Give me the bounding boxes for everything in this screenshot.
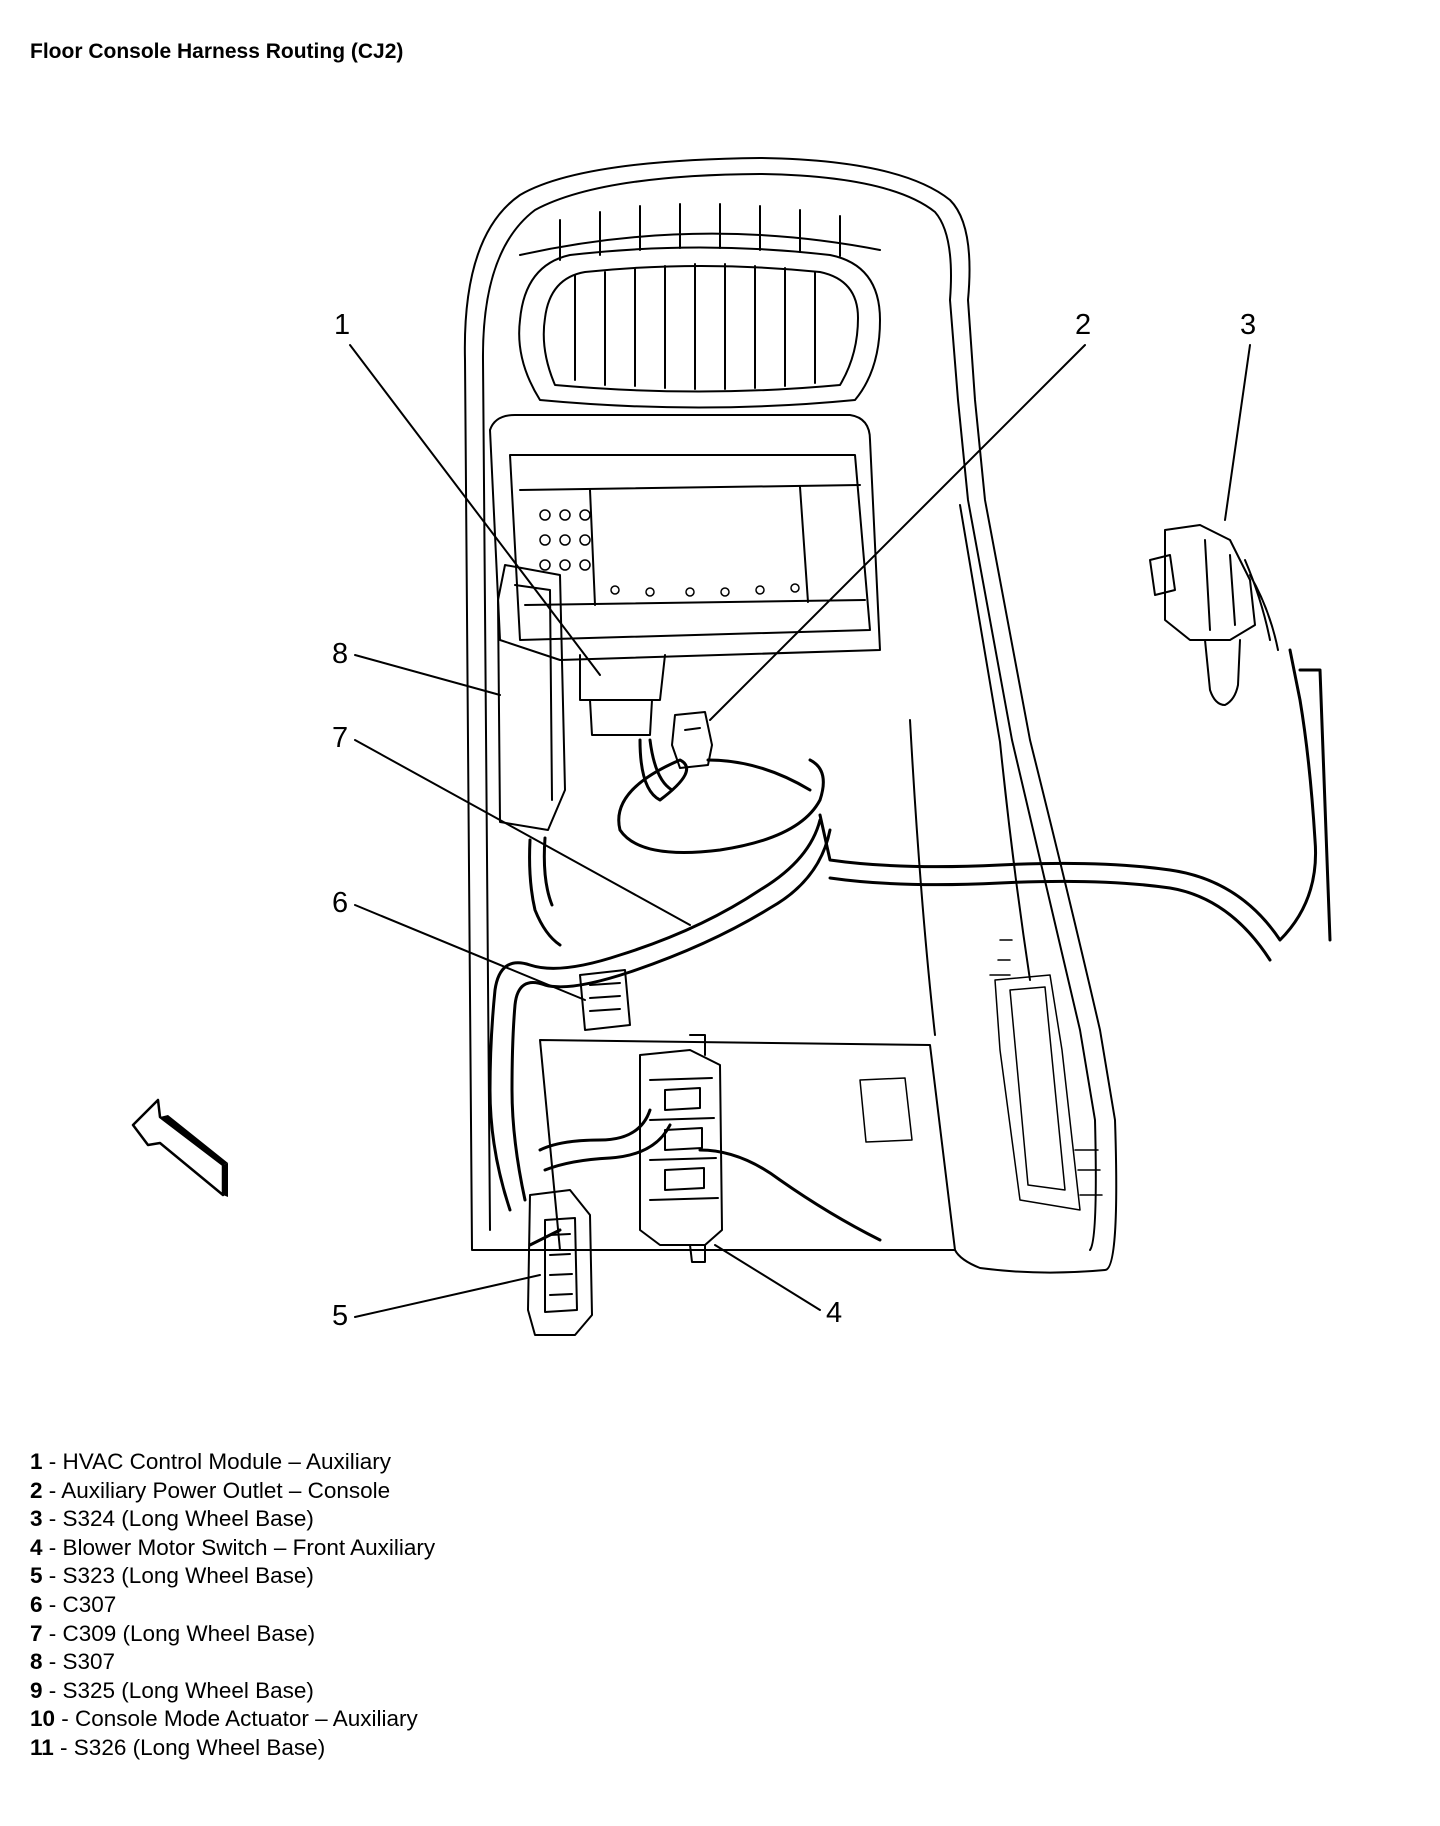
callout-5: 5 <box>332 1300 348 1332</box>
page-title: Floor Console Harness Routing (CJ2) <box>30 40 404 63</box>
legend: 1 - HVAC Control Module – Auxiliary 2 - … <box>30 1448 435 1763</box>
hvac-control-module <box>489 414 881 736</box>
callout-4: 4 <box>826 1297 842 1329</box>
leader-line-6 <box>354 904 586 1001</box>
legend-item: 8 - S307 <box>30 1649 116 1675</box>
legend-item: 7 - C309 (Long Wheel Base) <box>30 1620 316 1646</box>
vent-grille <box>518 203 881 409</box>
wiring-harness <box>488 648 1332 1247</box>
c307-connector <box>579 969 631 1031</box>
s323-connector <box>527 1189 593 1336</box>
harness-routing-diagram: 1 2 3 4 5 6 7 8 <box>332 157 1332 1336</box>
leader-line-2 <box>709 344 1086 721</box>
callout-labels: 1 2 3 4 5 6 7 8 <box>332 309 1256 1332</box>
leader-line-1 <box>349 344 601 676</box>
legend-item: 11 - S326 (Long Wheel Base) <box>30 1734 326 1760</box>
leader-lines <box>349 344 1251 1318</box>
blower-motor-switch <box>639 1034 723 1263</box>
callout-2: 2 <box>1075 309 1091 341</box>
legend-item: 10 - Console Mode Actuator – Auxiliary <box>30 1706 418 1732</box>
power-outlet-connector <box>671 711 713 769</box>
callout-3: 3 <box>1240 309 1256 341</box>
legend-item: 2 - Auxiliary Power Outlet – Console <box>30 1477 391 1503</box>
side-trim-panel <box>497 564 566 831</box>
callout-1: 1 <box>334 309 350 341</box>
leader-line-8 <box>354 654 501 696</box>
legend-item: 4 - Blower Motor Switch – Front Auxiliar… <box>30 1534 436 1560</box>
callout-8: 8 <box>332 638 348 670</box>
legend-item: 6 - C307 <box>30 1591 117 1617</box>
leader-line-7 <box>354 739 691 926</box>
leader-line-3 <box>1224 344 1251 521</box>
legend-item: 9 - S325 (Long Wheel Base) <box>30 1677 314 1703</box>
callout-7: 7 <box>332 722 348 754</box>
legend-item: 1 - HVAC Control Module – Auxiliary <box>30 1449 391 1474</box>
forward-arrow-icon <box>131 1098 228 1197</box>
legend-item: 3 - S324 (Long Wheel Base) <box>30 1506 314 1532</box>
legend-item: 5 - S323 (Long Wheel Base) <box>30 1563 314 1589</box>
console-body <box>463 157 1118 1274</box>
s324-connector <box>1149 524 1279 706</box>
side-detail <box>859 939 1103 1211</box>
callout-6: 6 <box>332 887 348 919</box>
leader-line-4 <box>714 1244 821 1311</box>
leader-line-5 <box>354 1274 541 1318</box>
